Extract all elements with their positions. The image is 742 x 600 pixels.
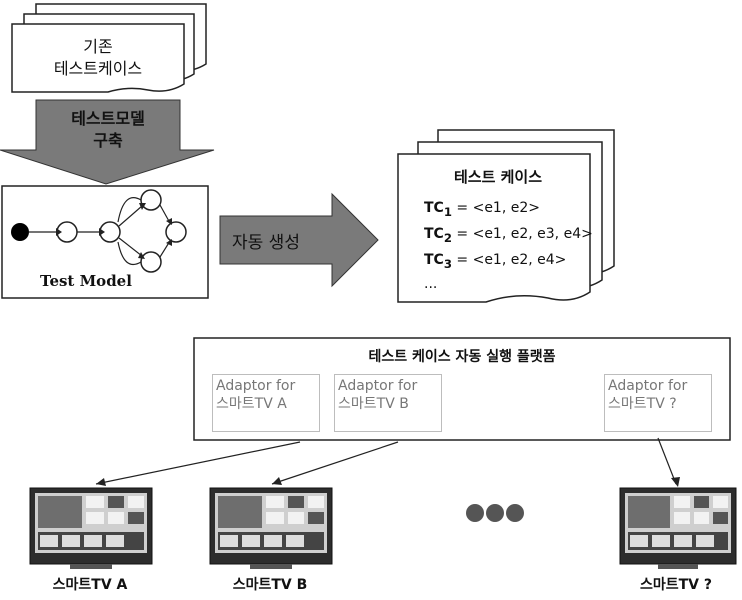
testcase-sub: 1: [443, 204, 452, 219]
adaptor-line1: Adaptor for: [608, 378, 688, 394]
testcase-ellipsis: ...: [424, 276, 438, 292]
platform-title: 테스트 케이스 자동 실행 플랫폼: [368, 349, 556, 365]
smart-tv-icon: [209, 487, 333, 569]
testcase-id: TC: [424, 226, 444, 242]
adaptor-line1: Adaptor for: [338, 378, 418, 394]
ellipsis-dot: [486, 504, 504, 522]
auto-generate-label: 자동 생성: [232, 233, 300, 253]
arrowhead: [272, 477, 282, 485]
testcase-sub: 3: [443, 256, 452, 271]
auto-generate-arrow: [219, 192, 379, 288]
test-model-box: [1, 185, 209, 299]
arrowhead: [96, 478, 106, 486]
tv-label-a: 스마트TV A: [52, 577, 128, 593]
legacy-testcase-line1: 기존: [83, 37, 113, 56]
smart-tv-icon: [619, 487, 737, 569]
legacy-testcase-stack: [11, 3, 207, 93]
testcase-doc-title: 테스트 케이스: [454, 168, 543, 186]
testcase-id: TC: [424, 252, 444, 268]
adaptor-line2: 스마트TV ?: [608, 396, 677, 412]
testcase-sub: 2: [443, 230, 452, 245]
tv-label-b: 스마트TV B: [232, 577, 308, 593]
adaptor-box-b: Adaptor for 스마트TV B: [334, 374, 442, 432]
testcase-events: = <e1, e2, e4>: [456, 252, 567, 268]
testcase-events: = <e1, e2, e3, e4>: [456, 226, 593, 242]
adaptor-box-unknown: Adaptor for 스마트TV ?: [604, 374, 712, 432]
legacy-testcase-line2: 테스트케이스: [53, 59, 143, 78]
testcase-line: TC3 = <e1, e2, e4>: [424, 252, 566, 271]
testcase-line: TC2 = <e1, e2, e3, e4>: [424, 226, 593, 245]
generated-testcase-stack: [397, 129, 615, 303]
ellipsis-dot: [506, 504, 524, 522]
legacy-testcase-label: 기존 테스트케이스: [14, 36, 182, 80]
arrowhead: [671, 477, 680, 487]
build-model-label: 테스트모델 구축: [36, 108, 180, 152]
tv-label-unknown: 스마트TV ?: [639, 577, 713, 593]
adaptor-line2: 스마트TV A: [216, 396, 287, 412]
build-model-line2: 구축: [93, 131, 123, 150]
connector-lines: [95, 437, 677, 485]
smart-tv-icon: [29, 487, 153, 569]
adaptor-line1: Adaptor for: [216, 378, 296, 394]
testcase-id: TC: [424, 200, 444, 216]
testcase-events: = <e1, e2>: [456, 200, 540, 216]
build-model-arrow: [0, 99, 215, 185]
testcase-line: TC1 = <e1, e2>: [424, 200, 540, 219]
build-model-line1: 테스트모델: [71, 109, 145, 128]
adaptor-box-a: Adaptor for 스마트TV A: [212, 374, 320, 432]
ellipsis-dot: [466, 504, 484, 522]
adaptor-line2: 스마트TV B: [338, 396, 409, 412]
test-model-title: Test Model: [40, 272, 132, 290]
